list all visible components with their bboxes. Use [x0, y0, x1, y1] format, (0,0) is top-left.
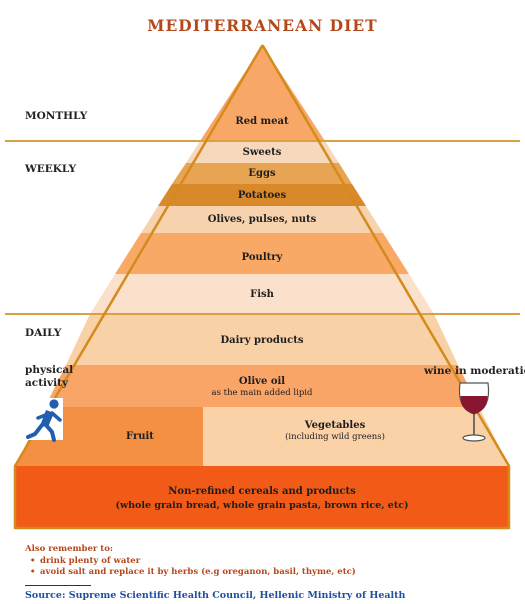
wine-glass-icon: [458, 382, 490, 442]
section-label-monthly: MONTHLY: [25, 110, 88, 122]
page-title: MEDITERRANEAN DIET: [147, 16, 378, 35]
wine-in-moderation-label: wine in moderation: [424, 365, 525, 377]
tier-potatoes: [158, 184, 366, 206]
label-dairy-products: Dairy products: [220, 335, 304, 346]
label-vegetables: Vegetables (including wild greens): [250, 420, 420, 442]
label-vegetables-note: (including wild greens): [285, 432, 385, 442]
running-person-icon: [24, 398, 63, 442]
tier-poultry: [115, 233, 409, 274]
tier-olives-pulses-nuts: [141, 206, 383, 233]
tier-cereals: [15, 466, 509, 528]
source-note: Source: Supreme Scientific Health Counci…: [25, 590, 406, 601]
remember-item: •avoid salt and replace it by herbs (e.g…: [30, 567, 356, 577]
label-olives-pulses-nuts: Olives, pulses, nuts: [207, 214, 317, 225]
section-label-daily: DAILY: [25, 327, 62, 339]
label-poultry: Poultry: [241, 252, 283, 263]
tier-sweets: [186, 141, 339, 163]
remember-item: •drink plenty of water: [30, 556, 141, 566]
tier-olive-oil: [45, 365, 479, 407]
label-red-meat: Red meat: [235, 116, 289, 127]
label-cereals-note: (whole grain bread, whole grain pasta, b…: [115, 500, 409, 511]
pyramid-outline: [13, 44, 511, 530]
label-olive-oil: Olive oil as the main added lipid: [162, 376, 362, 398]
label-cereals-title: Non-refined cereals and products: [168, 486, 356, 497]
tier-vegetables: [203, 407, 509, 466]
label-fruit: Fruit: [126, 431, 154, 442]
remember-heading: Also remember to:: [25, 544, 114, 554]
tier-red-meat: [200, 46, 325, 141]
physical-activity-line-1: physical: [25, 364, 74, 376]
label-fish: Fish: [250, 289, 274, 300]
tier-dairy: [66, 314, 458, 365]
label-olive-oil-title: Olive oil: [238, 376, 286, 387]
label-vegetables-title: Vegetables: [304, 420, 366, 431]
label-sweets: Sweets: [242, 147, 282, 158]
physical-activity-line-2: activity: [25, 377, 69, 389]
label-potatoes: Potatoes: [237, 190, 287, 201]
tier-eggs: [172, 163, 352, 184]
section-label-weekly: WEEKLY: [25, 163, 77, 175]
remember-item-text: avoid salt and replace it by herbs (e.g …: [40, 567, 356, 577]
physical-activity-label: physical activity: [25, 364, 73, 390]
remember-item-text: drink plenty of water: [40, 556, 141, 566]
label-eggs: Eggs: [248, 168, 276, 179]
label-olive-oil-note: as the main added lipid: [211, 388, 313, 398]
pyramid-tiers: [15, 46, 509, 528]
source-divider: [25, 585, 91, 586]
tier-fish: [90, 274, 434, 314]
label-cereals: Non-refined cereals and products (whole …: [82, 486, 442, 511]
